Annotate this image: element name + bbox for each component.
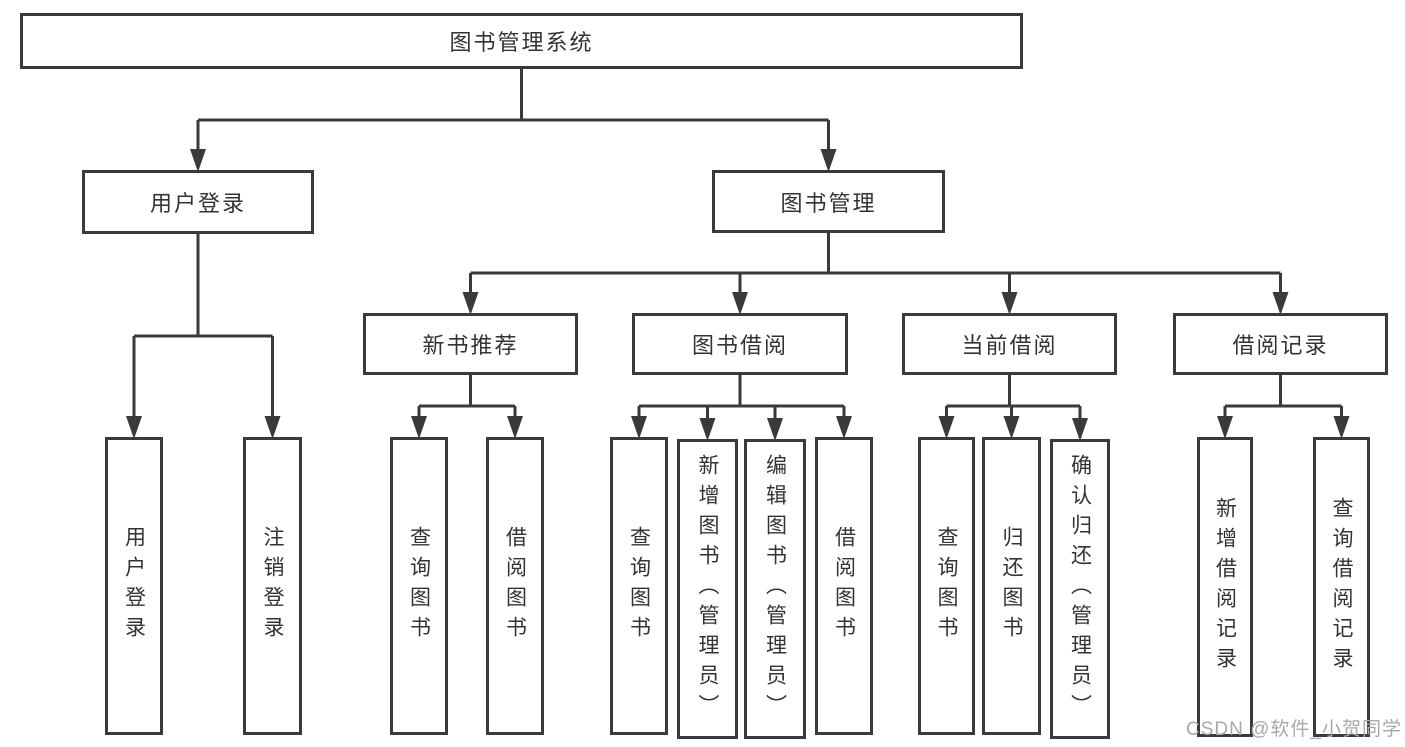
node-col-query-book-3: 查询图书 — [918, 437, 975, 735]
arrowhead-down-icon — [699, 418, 716, 441]
node-col-return-book: 归还图书 — [982, 437, 1041, 735]
node-col-edit-book: 编辑图书（管理员） — [744, 439, 806, 739]
node-book-mgmt: 图书管理 — [712, 170, 945, 233]
arrowhead-down-icon — [126, 416, 142, 439]
arrowhead-down-icon — [631, 416, 647, 439]
arrowhead-down-icon — [938, 416, 955, 439]
arrowhead-down-icon — [767, 418, 783, 441]
arrowhead-down-icon — [820, 149, 837, 172]
arrowhead-down-icon — [732, 292, 748, 315]
node-user-login: 用户登录 — [82, 170, 314, 234]
node-current-borrow: 当前借阅 — [902, 313, 1117, 375]
node-col-confirm-return: 确认归还（管理员） — [1050, 439, 1110, 739]
arrowhead-down-icon — [1001, 292, 1018, 315]
node-borrow-record: 借阅记录 — [1173, 313, 1388, 375]
arrowhead-down-icon — [462, 292, 479, 315]
arrowhead-down-icon — [1272, 292, 1289, 315]
arrowhead-down-icon — [264, 416, 281, 439]
node-book-borrow: 图书借阅 — [632, 313, 848, 375]
node-col-borrow-book-1: 借阅图书 — [486, 437, 544, 735]
node-col-add-book: 新增图书（管理员） — [677, 439, 738, 739]
node-root: 图书管理系统 — [20, 13, 1023, 69]
arrowhead-down-icon — [1003, 416, 1020, 439]
arrowhead-down-icon — [1333, 416, 1350, 439]
watermark: CSDN @软件_小贺同学 — [1186, 719, 1402, 740]
node-col-borrow-book-2: 借阅图书 — [815, 437, 873, 735]
node-col-user-login: 用户登录 — [105, 437, 163, 735]
arrowhead-down-icon — [836, 416, 852, 439]
arrowhead-down-icon — [1072, 418, 1088, 441]
arrowhead-down-icon — [1217, 416, 1233, 439]
node-col-query-book-2: 查询图书 — [610, 437, 668, 735]
node-col-logout: 注销登录 — [243, 437, 302, 735]
node-new-book: 新书推荐 — [363, 313, 578, 375]
node-col-add-record: 新增借阅记录 — [1197, 437, 1253, 737]
arrowhead-down-icon — [411, 416, 427, 439]
node-col-query-record: 查询借阅记录 — [1313, 437, 1370, 737]
arrowhead-down-icon — [507, 416, 523, 439]
arrowhead-down-icon — [190, 149, 206, 172]
node-col-query-book-1: 查询图书 — [390, 437, 448, 735]
